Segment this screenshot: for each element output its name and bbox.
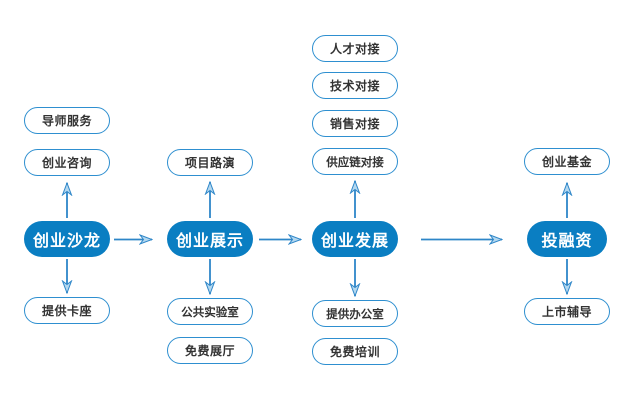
pill-project-roadshow: 项目路演 <box>167 149 253 176</box>
node-startup-development: 创业发展 <box>312 221 398 257</box>
pill-startup-consulting: 创业咨询 <box>24 149 110 176</box>
node-investment-financing: 投融资 <box>527 221 607 257</box>
pill-free-training: 免费培训 <box>312 338 398 365</box>
pill-tech-matching: 技术对接 <box>312 72 398 99</box>
pill-supply-chain-matching: 供应链对接 <box>312 148 398 175</box>
pill-provide-office: 提供办公室 <box>312 300 398 327</box>
pill-free-exhibition-hall: 免费展厅 <box>167 337 253 364</box>
pill-ipo-guidance: 上市辅导 <box>524 298 610 325</box>
pill-public-lab: 公共实验室 <box>167 298 253 325</box>
pill-startup-fund: 创业基金 <box>524 148 610 175</box>
pill-provide-seats: 提供卡座 <box>24 297 110 324</box>
pill-mentor-service: 导师服务 <box>24 107 110 134</box>
pill-sales-matching: 销售对接 <box>312 110 398 137</box>
node-startup-showcase: 创业展示 <box>167 221 253 257</box>
pill-talent-matching: 人才对接 <box>312 35 398 62</box>
node-startup-salon: 创业沙龙 <box>24 221 110 257</box>
